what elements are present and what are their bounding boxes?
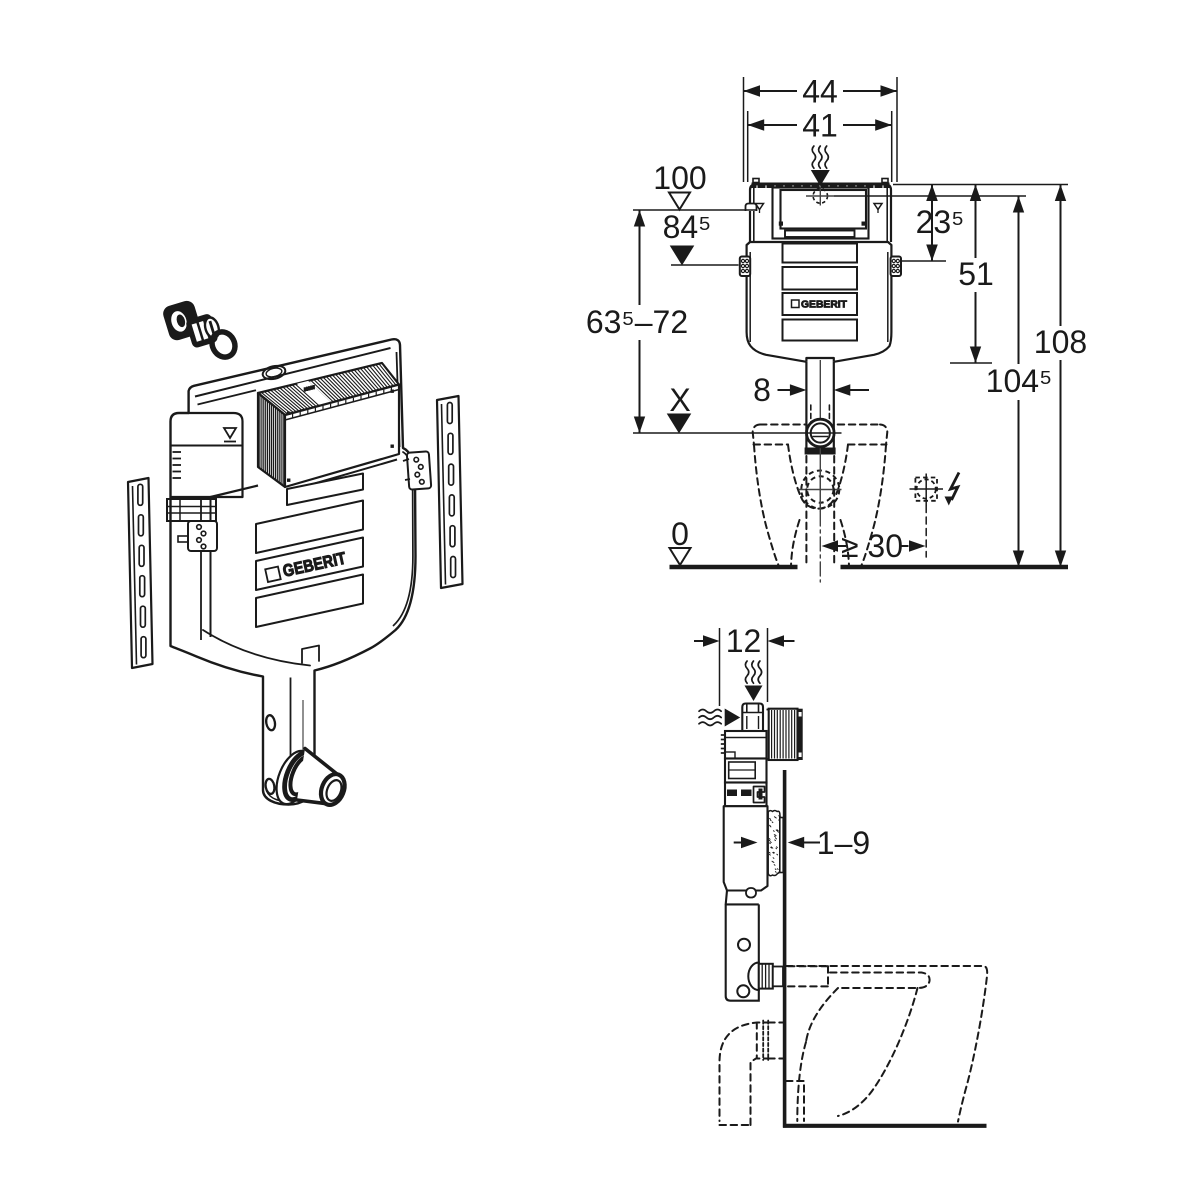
arrowhead bbox=[821, 540, 838, 552]
arrowhead bbox=[741, 836, 758, 849]
dim-actuator-height: 63⁵–72 bbox=[586, 210, 688, 433]
brand-logo-front: GEBERIT bbox=[790, 298, 848, 311]
dim-wall-lining-range: 1–9 bbox=[733, 825, 870, 861]
flush-housing-block bbox=[256, 361, 401, 489]
arrowhead bbox=[969, 184, 982, 201]
level-connection-x: X bbox=[633, 382, 842, 434]
level-mark-nabla bbox=[667, 547, 693, 567]
arrowhead bbox=[880, 85, 897, 97]
arrowhead bbox=[747, 119, 765, 131]
wall-bracket-left bbox=[166, 498, 218, 552]
wc-pan-side bbox=[785, 965, 989, 1123]
dim-635-72-label: 63⁵–72 bbox=[586, 304, 688, 340]
dim-tank-width: 41 bbox=[746, 108, 893, 182]
dim-51-label: 51 bbox=[958, 256, 994, 292]
arrowhead bbox=[926, 184, 938, 201]
arrowhead bbox=[833, 384, 851, 396]
dim-cover-depth: 23⁵ bbox=[901, 184, 965, 262]
arrowhead bbox=[724, 708, 741, 727]
arrowhead bbox=[969, 346, 982, 363]
arrowhead bbox=[926, 244, 938, 261]
dim-12-label: 12 bbox=[726, 623, 762, 659]
tank-panel bbox=[255, 536, 364, 591]
dim-44-label: 44 bbox=[802, 74, 838, 110]
cistern-side bbox=[720, 702, 803, 1002]
dim-overall-height: 108 bbox=[1034, 184, 1087, 567]
dim-41-label: 41 bbox=[802, 108, 838, 144]
dim-8-label: 8 bbox=[753, 372, 771, 408]
arrowhead bbox=[810, 170, 830, 186]
dim-100-label: 100 bbox=[653, 160, 706, 196]
level-floor: 0 bbox=[667, 516, 693, 567]
dim-overall-width: 44 bbox=[742, 74, 898, 182]
arrowhead bbox=[789, 384, 807, 396]
mounting-rail-right bbox=[435, 394, 464, 590]
arrowhead bbox=[1054, 550, 1067, 567]
odour-extraction-icon-side bbox=[744, 660, 763, 701]
level-mark-nabla bbox=[669, 245, 695, 266]
flush-pipe-3d bbox=[202, 629, 347, 807]
inlet-fitting-parts bbox=[163, 300, 238, 360]
arrowhead bbox=[1012, 550, 1025, 567]
lightning-bolt-icon bbox=[944, 471, 961, 506]
dim-install-depth: 12 bbox=[694, 623, 795, 706]
dim-1045-label: 104⁵ bbox=[986, 363, 1053, 399]
arrowhead bbox=[744, 685, 763, 701]
arrowhead bbox=[633, 416, 646, 433]
level-top-edge: 84⁵ bbox=[663, 209, 739, 266]
floor-outlet-elbow bbox=[718, 1019, 784, 1126]
dim-pipe-width: 8 bbox=[753, 372, 869, 408]
arrowhead bbox=[909, 540, 926, 552]
arrowhead bbox=[875, 119, 892, 131]
dim-side-clearance: ≥ 30 bbox=[821, 528, 926, 564]
arrowhead bbox=[767, 635, 784, 647]
tank-panel bbox=[255, 499, 364, 554]
dim-845-label: 84⁵ bbox=[663, 209, 712, 245]
dimensions-side: 12 1–9 bbox=[694, 623, 870, 861]
wall-floor-side bbox=[782, 770, 987, 1128]
dim-ge30-label: ≥ 30 bbox=[841, 528, 903, 564]
arrowhead bbox=[743, 85, 760, 97]
arrowhead bbox=[703, 635, 720, 647]
arrowhead bbox=[633, 210, 646, 227]
electrical-connection-icon bbox=[909, 471, 961, 558]
level-meter-mark: 100 bbox=[633, 160, 757, 212]
wall-bracket-right bbox=[402, 450, 433, 491]
fill-valve-housing bbox=[170, 411, 244, 499]
front-panels: GEBERIT bbox=[255, 472, 364, 628]
dim-108-label: 108 bbox=[1034, 324, 1087, 360]
arrowhead bbox=[944, 496, 953, 506]
tank-panel bbox=[255, 573, 364, 628]
arrowhead bbox=[787, 836, 805, 849]
water-supply-icon bbox=[698, 708, 741, 727]
mounting-rail-left bbox=[126, 476, 154, 670]
inlet-nut bbox=[186, 314, 221, 348]
brand-logo-front-text: GEBERIT bbox=[801, 299, 848, 311]
arrowhead bbox=[1054, 184, 1067, 201]
level-mark-nabla bbox=[666, 413, 692, 434]
dim-0-label: 0 bbox=[671, 516, 689, 552]
dim-supply-height: 104⁵ bbox=[986, 196, 1053, 567]
arrowhead bbox=[1012, 196, 1025, 213]
dim-235-label: 23⁵ bbox=[916, 204, 965, 240]
inlet-o-ring bbox=[209, 329, 238, 360]
isometric-view: GEBERIT bbox=[126, 300, 464, 807]
odour-extraction-icon bbox=[810, 145, 830, 186]
dim-19-label: 1–9 bbox=[817, 825, 870, 861]
dim-tank-height: 51 bbox=[950, 184, 994, 364]
level-mark-nabla bbox=[667, 191, 692, 212]
side-section-view: 12 1–9 bbox=[694, 623, 989, 1128]
cistern-front: GEBERIT bbox=[738, 177, 902, 583]
tank-panel bbox=[286, 472, 364, 506]
dim-x-label: X bbox=[669, 382, 690, 418]
